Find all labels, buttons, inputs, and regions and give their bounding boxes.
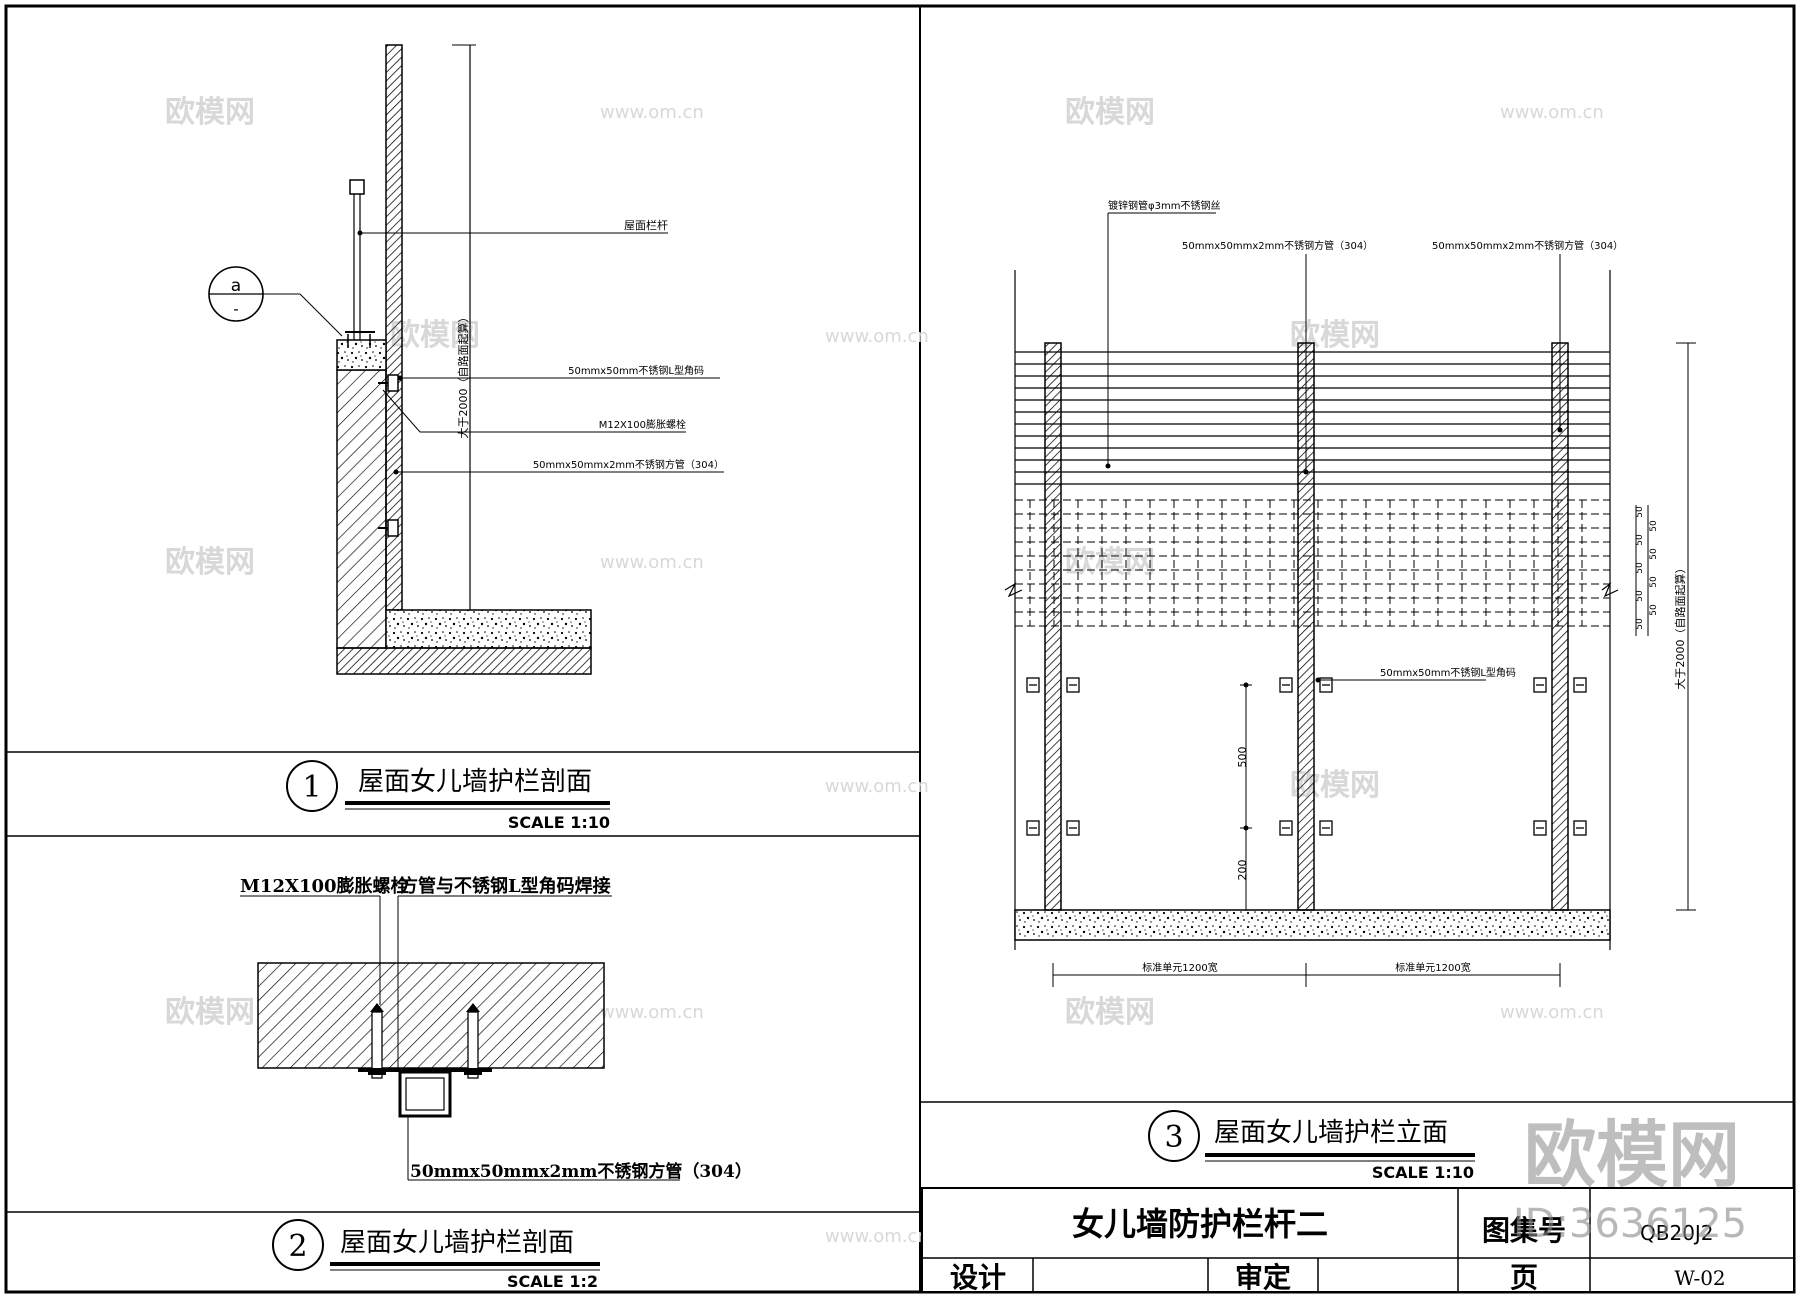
spacing-label: 50: [1635, 618, 1645, 630]
watermark-url: www.om.cn: [825, 776, 929, 797]
panel3-label-wire: 镀锌钢管φ3mm不锈钢丝: [1108, 199, 1220, 212]
panel2-title: 屋面女儿墙护栏剖面: [340, 1228, 574, 1258]
watermark-url: www.om.cn: [600, 1002, 704, 1023]
spacing-label: 50: [1649, 520, 1659, 532]
panel3-label-tube-b: 50mmx50mmx2mm不锈钢方管（304）: [1432, 239, 1623, 252]
panel3-scale: SCALE 1:10: [1372, 1163, 1474, 1182]
panel2-label-weld: 方管与不锈钢L型角码焊接: [400, 875, 611, 897]
spacing-label: 50: [1635, 506, 1645, 518]
panel3-label-angle: 50mmx50mm不锈钢L型角码: [1380, 666, 1516, 679]
panel2-section-drawing: [240, 895, 680, 1181]
atlas-value: QB20J2: [1640, 1221, 1714, 1245]
panel3-elevation-drawing: [1004, 212, 1696, 987]
spacing-label: 50: [1635, 590, 1645, 602]
panel3-unit-right: 标准单元1200宽: [1395, 961, 1470, 974]
watermark-url: www.om.cn: [825, 1226, 929, 1247]
panel1-callout-sheet: -: [233, 300, 238, 318]
panel2-number-circle: [272, 1219, 324, 1271]
panel1-section-drawing: [208, 44, 724, 675]
design-label: 设计: [950, 1261, 1006, 1294]
panel3-unit-left: 标准单元1200宽: [1142, 961, 1217, 974]
panel1-callout-letter: a: [231, 276, 241, 296]
watermark-brand: 欧模网: [165, 95, 255, 130]
spacing-label: 50: [1635, 562, 1645, 574]
spacing-label: 50: [1635, 534, 1645, 546]
watermark-brand: 欧模网: [165, 995, 255, 1030]
panel1-number-circle: [286, 760, 338, 812]
watermark-id: ID:3636125: [1513, 1201, 1747, 1247]
panel1-title: 屋面女儿墙护栏剖面: [358, 767, 592, 797]
panel1-number: 1: [302, 770, 321, 805]
panel1-label-angle: 50mmx50mm不锈钢L型角码: [568, 364, 704, 377]
panel2-number: 2: [288, 1229, 307, 1264]
panel2-label-tube: 50mmx50mmx2mm不锈钢方管（304）: [410, 1161, 752, 1182]
panel3-label-tube-a: 50mmx50mmx2mm不锈钢方管（304）: [1182, 239, 1373, 252]
spacing-label: 50: [1649, 576, 1659, 588]
panel1-label-rail: 屋面栏杆: [624, 218, 668, 232]
watermark-brand: 欧模网: [165, 545, 255, 580]
atlas-label: 图集号: [1482, 1214, 1566, 1247]
panel3-height-dimension: 大于2000（自路面起算）: [1673, 563, 1687, 690]
panel2-scale: SCALE 1:2: [507, 1272, 598, 1291]
panel1-scale: SCALE 1:10: [508, 813, 610, 832]
spacing-label: 50: [1649, 604, 1659, 616]
page-label: 页: [1510, 1261, 1538, 1294]
panel1-label-bolt: M12X100膨胀螺栓: [599, 418, 686, 431]
panel3-dim-200: 200: [1236, 860, 1249, 881]
watermark-brand: 欧模网: [1065, 995, 1155, 1030]
watermark-url: www.om.cn: [1500, 102, 1604, 123]
watermark-url: www.om.cn: [825, 326, 929, 347]
page-value: W-02: [1674, 1266, 1725, 1290]
panel1-label-tube: 50mmx50mmx2mm不锈钢方管（304）: [533, 458, 724, 471]
watermark-url: www.om.cn: [1500, 1002, 1604, 1023]
panel3-number-circle: [1148, 1110, 1200, 1162]
watermark-brand: 欧模网: [390, 318, 480, 353]
review-label: 审定: [1235, 1261, 1291, 1294]
title-block: [921, 1187, 1795, 1293]
sheet-border: [4, 4, 1796, 1294]
watermark-url: www.om.cn: [600, 552, 704, 573]
panel3-dim-500: 500: [1236, 747, 1249, 768]
panel3-title: 屋面女儿墙护栏立面: [1214, 1118, 1448, 1148]
panel3-number: 3: [1164, 1120, 1183, 1155]
watermark-layer: 欧模网 www.om.cn 欧模网 www.om.cn 欧模网 www.om.c…: [165, 95, 1604, 1247]
watermark-brand: 欧模网: [1065, 545, 1155, 580]
watermark-url: www.om.cn: [600, 102, 704, 123]
panel2-label-bolt: M12X100膨胀螺栓: [240, 875, 409, 897]
panel1-height-dimension: 大于2000（自路面起算）: [456, 312, 470, 439]
spacing-label: 50: [1649, 548, 1659, 560]
drawing-title: 女儿墙防护栏杆二: [1072, 1205, 1328, 1243]
watermark-brand-large: 欧模网: [1524, 1113, 1740, 1197]
watermark-brand: 欧模网: [1065, 95, 1155, 130]
